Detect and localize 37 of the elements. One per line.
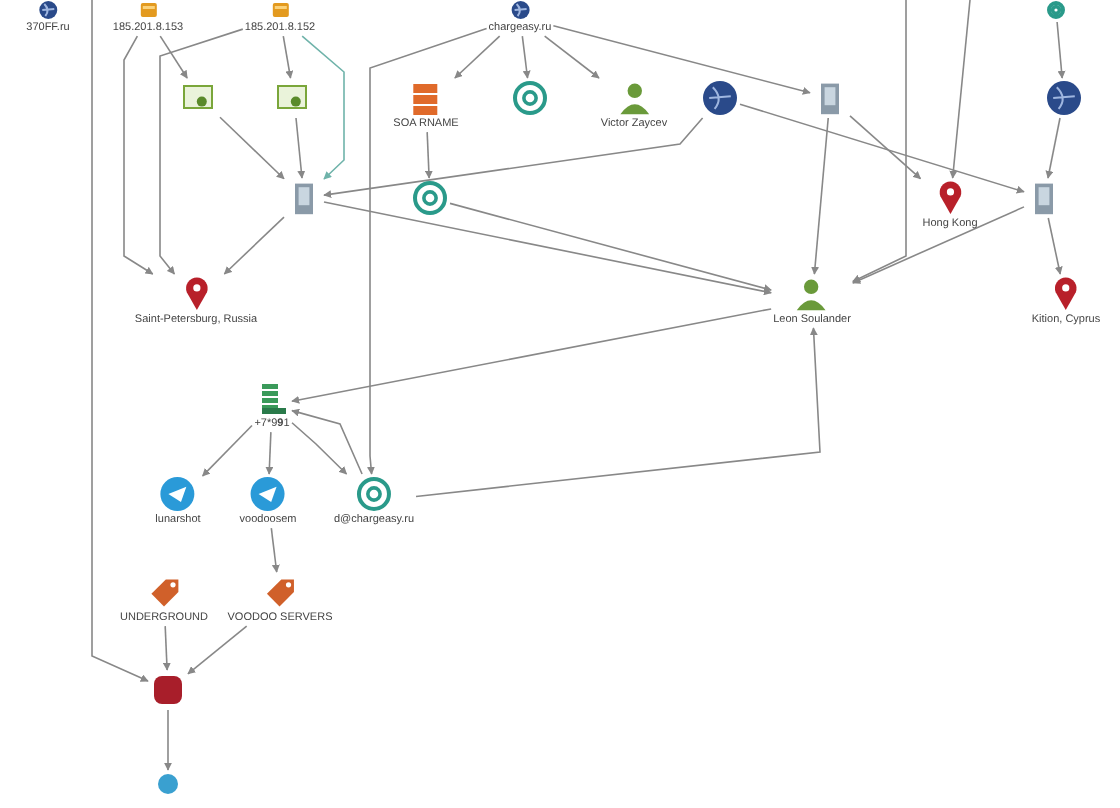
arrow (1047, 217, 1063, 275)
arrow (543, 35, 600, 79)
arrow (223, 216, 285, 275)
arrow (949, 0, 971, 179)
arrow (301, 35, 345, 180)
arrow (811, 117, 830, 275)
arrow (164, 709, 172, 771)
arrow (367, 27, 488, 475)
arrow (454, 35, 501, 79)
arrow (739, 103, 1025, 194)
arrow (291, 421, 348, 475)
arrow (123, 35, 154, 275)
arrow (323, 117, 704, 199)
arrow (1045, 117, 1061, 179)
arrow (159, 28, 244, 275)
arrow (270, 527, 280, 573)
arrow (187, 625, 248, 675)
arrow (219, 116, 285, 180)
arrow (201, 424, 253, 477)
arrow (852, 0, 907, 283)
arrow (552, 24, 811, 95)
arrow (282, 35, 294, 79)
arrow (852, 206, 1025, 284)
arrow (1056, 21, 1066, 79)
arrow (265, 431, 274, 475)
arrow (159, 35, 188, 79)
arrow (849, 115, 922, 180)
arrow (162, 625, 171, 671)
arrow (323, 201, 772, 296)
arrow (91, 0, 149, 682)
arrow (424, 131, 433, 179)
arrow (449, 202, 772, 292)
arrow (521, 35, 531, 79)
arrow (415, 327, 821, 498)
arrow (291, 308, 772, 404)
arrow (291, 408, 363, 475)
arrow (295, 117, 306, 179)
